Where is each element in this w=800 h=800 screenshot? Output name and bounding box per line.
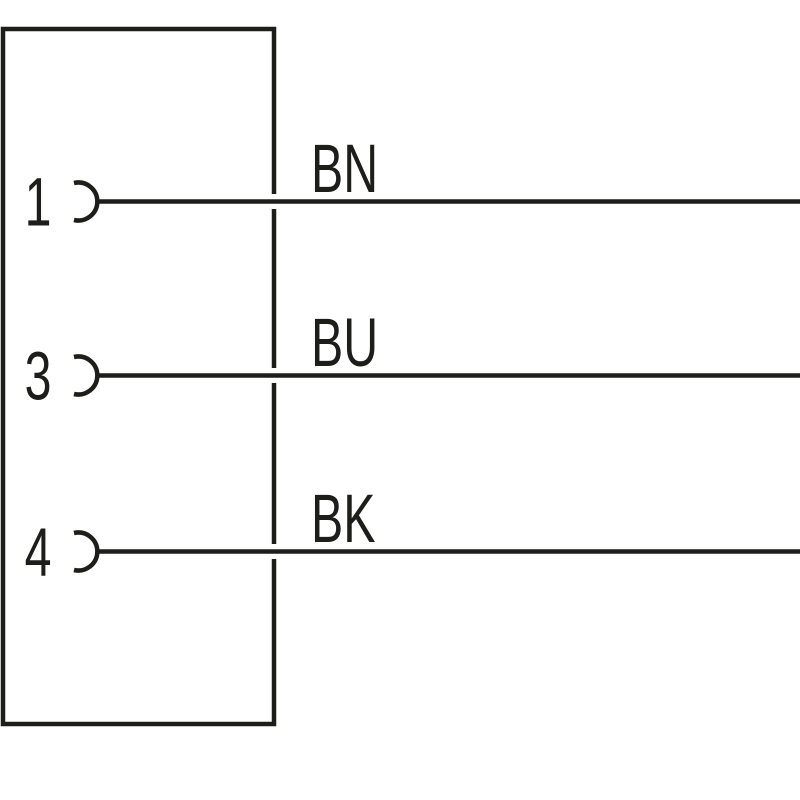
pin-socket-icon: [73, 354, 100, 397]
pin-row-1: 1 BN: [25, 129, 800, 241]
pin-number-label: 1: [25, 163, 52, 241]
pin-number-label: 4: [25, 513, 52, 591]
connector-body-outline: [0, 26, 277, 727]
wire-color-label: BN: [311, 129, 378, 207]
pin-socket-icon: [73, 530, 100, 573]
pin-number-label: 3: [25, 337, 52, 415]
pin-row-4: 4 BK: [25, 479, 800, 591]
pin-socket-icon: [73, 180, 100, 223]
pin-row-3: 3 BU: [25, 303, 800, 415]
wire-color-label: BU: [311, 303, 378, 381]
wire-color-label: BK: [311, 479, 376, 557]
